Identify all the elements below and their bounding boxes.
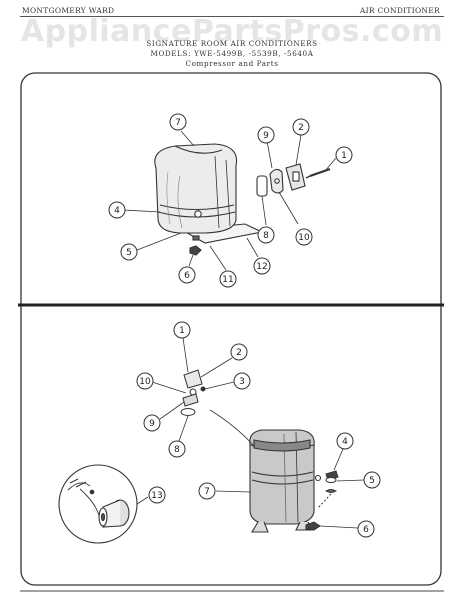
- callout-lower-1: 1: [173, 321, 191, 339]
- models-line: MODELS: YWE-5499B, -5539B, -5640A: [150, 49, 314, 58]
- svg-text:4: 4: [342, 437, 348, 447]
- callout-upper-12: 12: [253, 257, 271, 275]
- callout-lower-4: 4: [336, 432, 354, 450]
- upper-compressor-illustration: [154, 143, 264, 256]
- callout-lower-3: 3: [233, 372, 251, 390]
- callout-upper-9: 9: [257, 126, 275, 144]
- callout-lower-5: 5: [363, 471, 381, 489]
- svg-text:6: 6: [184, 271, 190, 281]
- lower-callouts: 1 2 10 3 9 8 4 5: [136, 321, 381, 538]
- svg-text:5: 5: [126, 248, 132, 258]
- svg-text:1: 1: [341, 151, 347, 161]
- diagram-frame: [20, 72, 442, 586]
- svg-text:2: 2: [298, 123, 304, 133]
- callout-upper-6: 6: [178, 266, 196, 284]
- svg-text:13: 13: [151, 491, 162, 501]
- svg-text:8: 8: [174, 445, 180, 455]
- lower-leader-lines: [136, 337, 365, 529]
- callout-lower-2: 2: [230, 343, 248, 361]
- svg-text:10: 10: [139, 377, 151, 387]
- callout-upper-7: 7: [169, 113, 187, 131]
- callout-upper-4: 4: [108, 201, 126, 219]
- lower-compressor-illustration: [249, 429, 322, 533]
- callout-lower-13: 13: [148, 486, 166, 504]
- svg-text:2: 2: [236, 348, 242, 358]
- svg-text:5: 5: [369, 476, 375, 486]
- svg-text:8: 8: [263, 231, 269, 241]
- svg-text:9: 9: [263, 131, 269, 141]
- svg-text:11: 11: [222, 275, 233, 285]
- lower-small-parts: [180, 369, 339, 531]
- svg-text:4: 4: [114, 206, 120, 216]
- upper-callouts: 7 9 2 1 4 5 8 10: [108, 113, 353, 288]
- callout-lower-8: 8: [168, 440, 186, 458]
- callout-upper-8: 8: [257, 226, 275, 244]
- svg-text:9: 9: [149, 419, 155, 429]
- svg-text:12: 12: [256, 262, 267, 272]
- category-header: AIR CONDITIONER: [359, 6, 440, 15]
- callout-upper-1: 1: [335, 146, 353, 164]
- callout-lower-9: 9: [143, 414, 161, 432]
- upper-small-parts: [256, 163, 331, 197]
- svg-text:7: 7: [175, 118, 181, 128]
- diagram-title: SIGNATURE ROOM AIR CONDITIONERS: [146, 39, 318, 48]
- callout-upper-10: 10: [295, 228, 313, 246]
- callout-lower-10: 10: [136, 372, 154, 390]
- section-subtitle: Compressor and Parts: [185, 59, 279, 68]
- svg-text:10: 10: [298, 233, 310, 243]
- title-block: SIGNATURE ROOM AIR CONDITIONERS MODELS: …: [0, 39, 464, 69]
- detail-callout-circle: [58, 464, 138, 544]
- callout-upper-5: 5: [120, 243, 138, 261]
- svg-text:6: 6: [363, 525, 369, 535]
- brand-header: MONTGOMERY WARD: [22, 6, 115, 15]
- callout-upper-2: 2: [292, 118, 310, 136]
- svg-text:7: 7: [204, 487, 210, 497]
- callout-lower-7: 7: [198, 482, 216, 500]
- callout-lower-6: 6: [357, 520, 375, 538]
- upper-leader-lines: [123, 130, 337, 271]
- svg-text:3: 3: [239, 377, 245, 387]
- header-rule: [20, 16, 444, 17]
- callout-upper-11: 11: [219, 270, 237, 288]
- svg-text:1: 1: [179, 326, 185, 336]
